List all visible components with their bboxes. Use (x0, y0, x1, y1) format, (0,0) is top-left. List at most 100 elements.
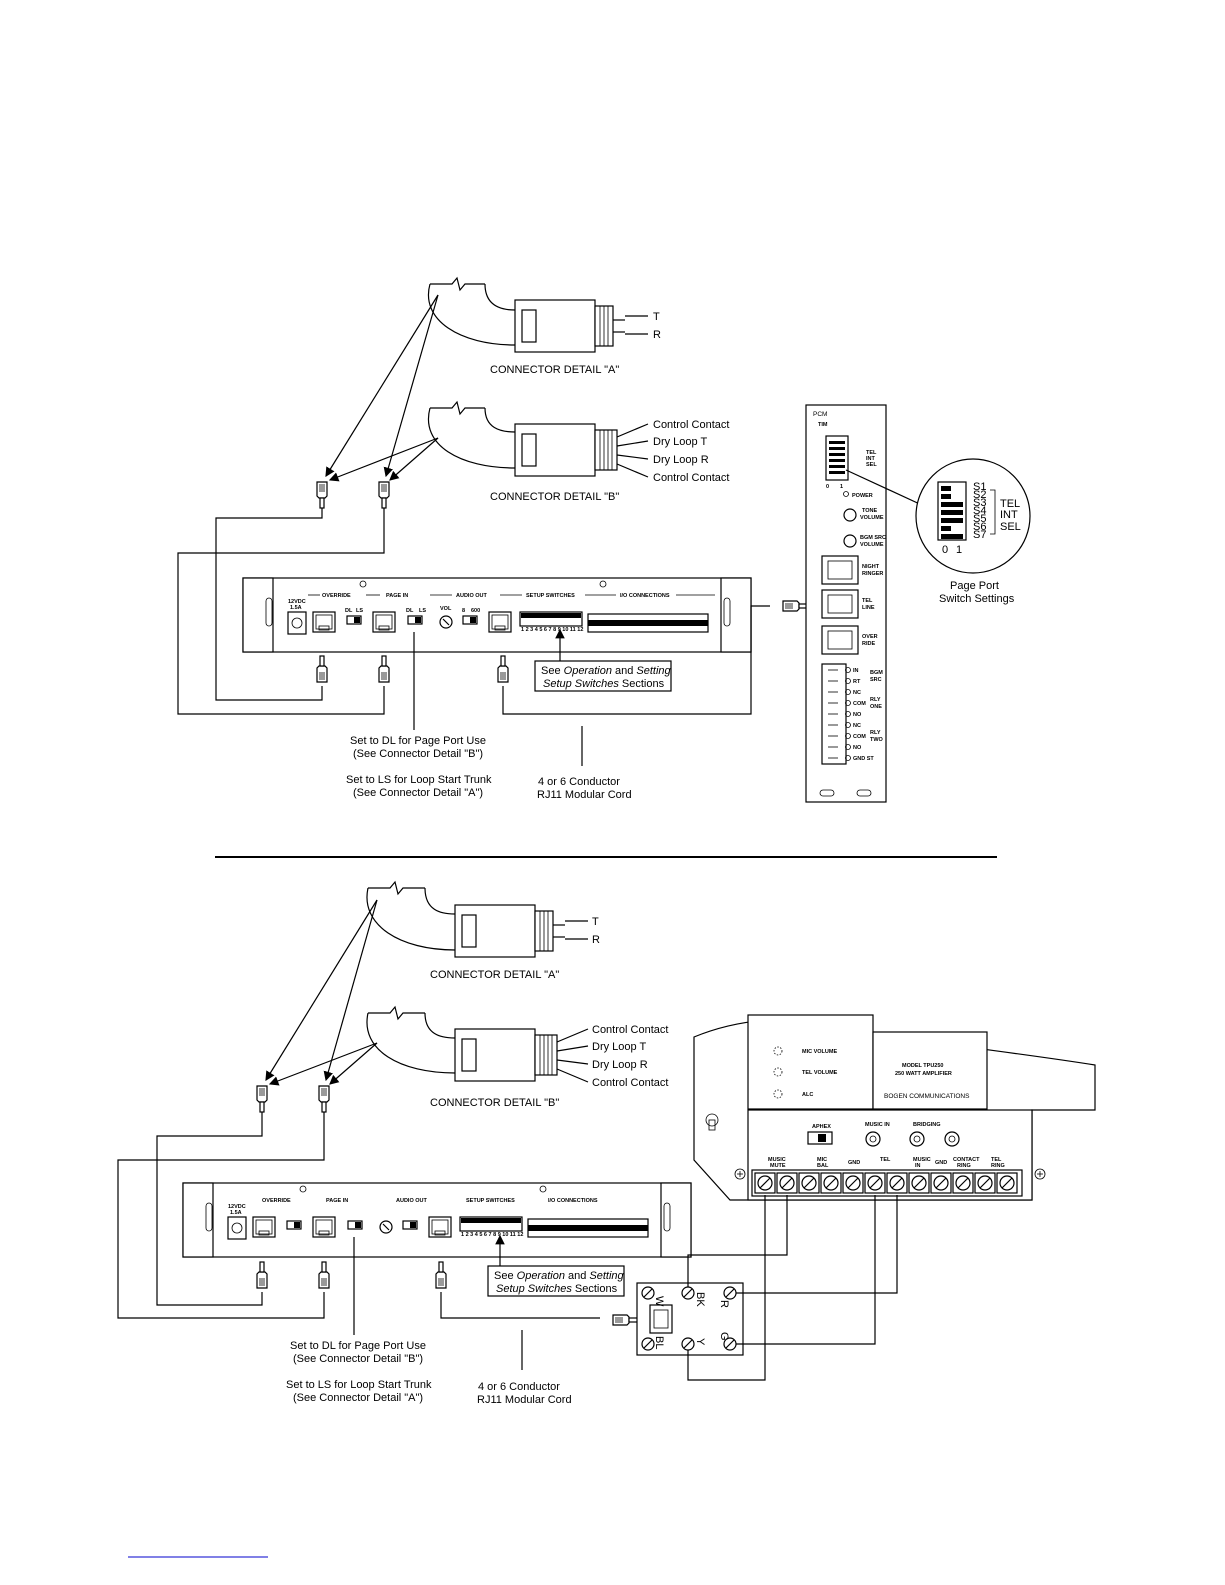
svg-text:MIC VOLUME: MIC VOLUME (802, 1049, 837, 1055)
svg-text:BL: BL (653, 1336, 665, 1349)
svg-text:Control Contact: Control Contact (592, 1077, 668, 1089)
plug-icon (318, 1261, 330, 1289)
pcm-title: PCM (813, 411, 827, 418)
svg-text:MUSIC: MUSIC (768, 1157, 786, 1163)
plug-icon (256, 1261, 268, 1289)
page-in-jack[interactable] (372, 611, 396, 633)
override-dl-ls-switch[interactable] (286, 1220, 302, 1230)
svg-text:PAGE IN: PAGE IN (326, 1198, 348, 1204)
svg-text:S3: S3 (973, 497, 986, 509)
audio-out-8-600-switch[interactable] (402, 1220, 418, 1230)
plug-icon (256, 1085, 268, 1113)
dl-note-line1: Set to DL for Page Port Use (350, 735, 486, 747)
bridging-jack-2[interactable] (944, 1131, 960, 1147)
svg-text:R: R (592, 934, 600, 946)
svg-text:I/O CONNECTIONS: I/O CONNECTIONS (548, 1198, 598, 1204)
pin-t-label: T (653, 311, 660, 323)
plug-icon (316, 481, 328, 509)
override-jack[interactable] (312, 611, 336, 633)
svg-text:TEL VOLUME: TEL VOLUME (802, 1070, 838, 1076)
svg-text:0: 0 (826, 484, 829, 490)
svg-text:NC: NC (853, 690, 861, 696)
svg-text:NIGHT: NIGHT (862, 564, 880, 570)
dl-note-line2: (See Connector Detail "B") (353, 748, 483, 760)
music-in-jack[interactable] (865, 1131, 881, 1147)
plus-screw-icon (734, 1168, 746, 1180)
override-jack[interactable] (252, 1216, 276, 1238)
switch-settings-line1: Page Port (950, 580, 999, 592)
alc-knob[interactable] (773, 1089, 783, 1099)
svg-text:APHEX: APHEX (812, 1124, 831, 1130)
svg-text:INT: INT (1000, 509, 1018, 521)
svg-text:IN: IN (915, 1163, 921, 1169)
plug-icon (435, 1261, 447, 1289)
svg-text:POWER: POWER (852, 493, 873, 499)
mic-volume-knob[interactable] (773, 1046, 783, 1056)
bottom-connector-detail-a: T R CONNECTOR DETAIL "A" (366, 880, 600, 981)
audio-out-jack[interactable] (428, 1216, 452, 1238)
page-in-dl-ls-switch[interactable] (347, 1220, 363, 1230)
svg-text:R: R (718, 1300, 730, 1308)
svg-text:MODEL TPU250: MODEL TPU250 (902, 1063, 943, 1069)
svg-text:S6: S6 (973, 521, 986, 533)
svg-text:DL: DL (406, 608, 414, 614)
page-in-dl-ls-switch[interactable] (407, 615, 423, 625)
svg-text:S2: S2 (973, 489, 986, 501)
svg-text:SRC: SRC (870, 677, 882, 683)
pin-dry-loop-r-label: Dry Loop R (653, 454, 709, 466)
junction-jack-block: W BK R BL Y G (636, 1282, 744, 1356)
top-connector-detail-b: Control Contact Dry Loop T Dry Loop R Co… (427, 400, 729, 503)
svg-text:SETUP SWITCHES: SETUP SWITCHES (466, 1198, 515, 1204)
svg-text:LS: LS (419, 608, 426, 614)
bridging-jack-1[interactable] (909, 1131, 925, 1147)
switch-settings-line2: Switch Settings (939, 593, 1015, 605)
svg-text:TEL: TEL (862, 598, 873, 604)
tone-volume-knob[interactable] (843, 508, 857, 522)
svg-text:Set to DL for Page Port Use: Set to DL for Page Port Use (290, 1340, 426, 1352)
svg-text:1: 1 (840, 484, 843, 490)
plug-icon (497, 655, 509, 683)
override-pcm-jack[interactable] (821, 625, 859, 655)
bottom-panel: 12VDC 1.5A OVERRIDE PAGE IN AUDIO OUT SE… (182, 1182, 692, 1258)
svg-text:Dry Loop R: Dry Loop R (592, 1059, 648, 1071)
svg-text:AUDIO OUT: AUDIO OUT (396, 1198, 428, 1204)
svg-text:1: 1 (956, 544, 962, 556)
svg-text:8: 8 (462, 608, 465, 614)
svg-text:TEL: TEL (880, 1157, 891, 1163)
tel-line-jack[interactable] (821, 589, 859, 619)
svg-text:MIC: MIC (817, 1157, 827, 1163)
svg-text:1 2 3 4 5 6 7 8 9 10 11 12: 1 2 3 4 5 6 7 8 9 10 11 12 (521, 627, 583, 633)
svg-text:CONNECTOR DETAIL "A": CONNECTOR DETAIL "A" (430, 969, 559, 981)
svg-text:VOL: VOL (440, 606, 452, 612)
page-in-jack[interactable] (312, 1216, 336, 1238)
plug-icon (378, 655, 390, 683)
svg-text:RING: RING (991, 1163, 1005, 1169)
tel-volume-knob[interactable] (773, 1067, 783, 1077)
audio-out-8-600-switch[interactable] (462, 615, 478, 625)
svg-text:BGM: BGM (870, 670, 883, 676)
audio-out-jack[interactable] (488, 611, 512, 633)
top-diagram: T R CONNECTOR DETAIL "A" Control Contact… (177, 276, 1031, 803)
override-dl-ls-switch[interactable] (346, 615, 362, 625)
svg-text:G: G (718, 1332, 730, 1341)
pin-r-label: R (653, 329, 661, 341)
svg-text:BOGEN COMMUNICATIONS: BOGEN COMMUNICATIONS (884, 1093, 970, 1100)
power-jack (287, 611, 307, 635)
bgm-volume-knob[interactable] (843, 534, 857, 548)
top-panel: 12VDC 1.5A OVERRIDE PAGE IN AUDIO OUT SE… (242, 577, 752, 653)
svg-text:GND: GND (848, 1160, 860, 1166)
cord-note-line1: 4 or 6 Conductor (538, 776, 620, 788)
svg-text:COM: COM (853, 734, 866, 740)
svg-text:IN: IN (853, 668, 859, 674)
svg-text:OVER: OVER (862, 634, 878, 640)
svg-text:See Operation and Setting: See Operation and Setting (494, 1270, 625, 1282)
svg-text:1 2 3 4 5 6 7 8 9 10 11 12: 1 2 3 4 5 6 7 8 9 10 11 12 (461, 1232, 523, 1238)
connector-detail-b-title: CONNECTOR DETAIL "B" (490, 491, 619, 503)
svg-text:T: T (592, 916, 599, 928)
ls-note-line1: Set to LS for Loop Start Trunk (346, 774, 492, 786)
plus-screw-icon (1034, 1168, 1046, 1180)
svg-text:TEL: TEL (1000, 498, 1020, 510)
svg-text:SETUP SWITCHES: SETUP SWITCHES (526, 593, 575, 599)
svg-text:MUSIC IN: MUSIC IN (865, 1122, 890, 1128)
